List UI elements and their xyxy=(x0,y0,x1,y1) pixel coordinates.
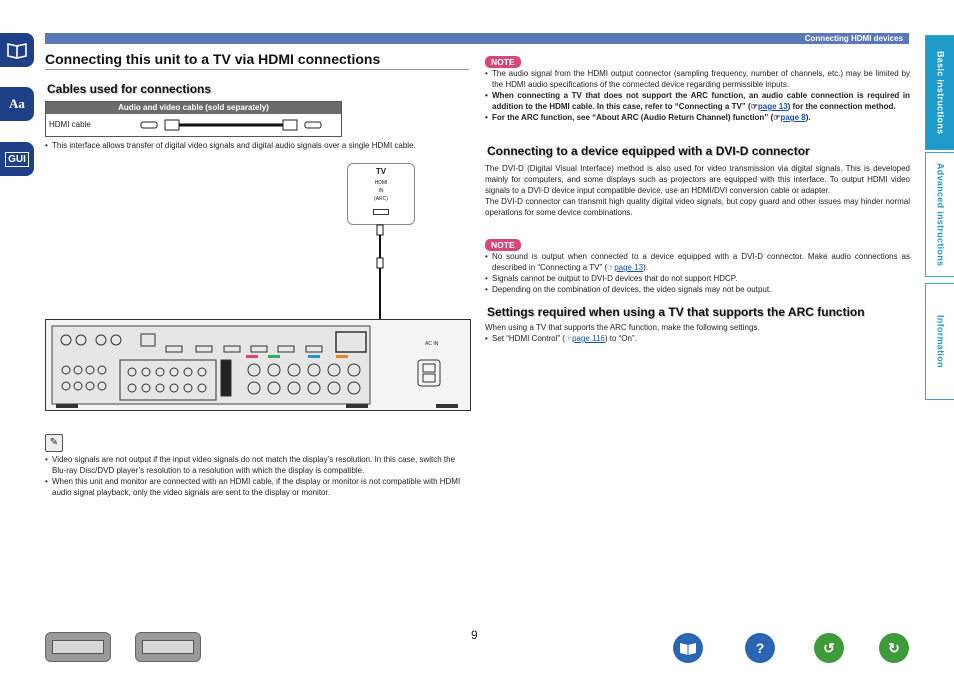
title-rule xyxy=(45,69,469,70)
note2-item: No sound is output when connected to a d… xyxy=(485,251,910,273)
note1-text: ) for the connection method. xyxy=(787,102,896,111)
arc-text: ) to “On”. xyxy=(604,334,637,343)
cable-row-label: HDMI cable xyxy=(49,120,91,129)
help-icon[interactable]: ? xyxy=(745,633,775,663)
memo-item: When this unit and monitor are connected… xyxy=(45,476,470,498)
note1-list: The audio signal from the HDMI output co… xyxy=(485,68,910,123)
ac-in-label: AC IN xyxy=(425,341,439,347)
tv-port-label: (ARC) xyxy=(374,196,388,202)
note1-item: When connecting a TV that does not suppo… xyxy=(485,90,910,112)
hdmi-cable-icon xyxy=(140,119,322,131)
page-link[interactable]: page 8 xyxy=(780,113,806,122)
section-header-bar: Connecting HDMI devices xyxy=(45,33,909,44)
memo-item: Video signals are not output if the inpu… xyxy=(45,454,470,476)
tab-label: Advanced instructions xyxy=(935,162,946,267)
note2-item: Signals cannot be output to DVI-D device… xyxy=(485,273,910,284)
book-icon[interactable] xyxy=(673,633,703,663)
page-link[interactable]: page 13 xyxy=(757,102,788,111)
glossary-label: Aa xyxy=(9,96,25,111)
book-index-icon[interactable] xyxy=(0,33,34,67)
arc-paragraph: When using a TV that supports the ARC fu… xyxy=(485,323,760,332)
note1-text: ). xyxy=(805,113,811,122)
note1-item: The audio signal from the HDMI output co… xyxy=(485,68,910,90)
receiver-rear-panel: AC IN xyxy=(45,319,471,411)
pencil-icon: ✎ xyxy=(45,434,63,452)
tab-advanced-instructions[interactable]: Advanced instructions xyxy=(925,152,954,277)
note1-text: For the ARC function, see “About ARC (Au… xyxy=(492,113,774,122)
tab-label: Information xyxy=(935,315,946,368)
dvi-paragraph: The DVI-D connector can transmit high qu… xyxy=(485,197,910,217)
front-panel-icon[interactable] xyxy=(45,632,111,662)
forward-icon[interactable]: ↻ xyxy=(879,633,909,663)
page-ref-icon: ☞ xyxy=(750,102,758,111)
page-ref-icon: ☞ xyxy=(773,113,781,122)
tab-information[interactable]: Information xyxy=(925,283,954,400)
note-badge: NOTE xyxy=(485,56,521,68)
rear-panel-drawing xyxy=(51,325,458,408)
arc-body: When using a TV that supports the ARC fu… xyxy=(485,322,910,344)
glossary-icon[interactable]: Aa xyxy=(0,87,34,121)
dvi-paragraph: The DVI-D (Digital Visual Interface) met… xyxy=(485,164,910,195)
intro-list: This interface allows transfer of digita… xyxy=(45,140,470,151)
display-icon[interactable] xyxy=(135,632,201,662)
tv-port-label: IN xyxy=(378,188,384,194)
back-icon[interactable]: ↺ xyxy=(814,633,844,663)
page-link[interactable]: page 13 xyxy=(614,263,644,272)
note1-item: For the ARC function, see “About ARC (Au… xyxy=(485,112,910,123)
tv-hdmi-port-icon xyxy=(373,209,389,215)
page-number: 9 xyxy=(471,628,478,642)
tv-label: TV xyxy=(375,167,387,176)
arc-text: Set “HDMI Control” ( xyxy=(492,334,565,343)
note2-text: No sound is output when connected to a d… xyxy=(492,252,910,272)
tab-basic-instructions[interactable]: Basic instructions xyxy=(925,35,954,150)
arc-item: Set “HDMI Control” (☞page 116) to “On”. xyxy=(485,333,910,344)
dvi-heading: Connecting to a device equipped with a D… xyxy=(487,144,810,158)
tab-label: Basic instructions xyxy=(935,50,946,135)
arc-heading: Settings required when using a TV that s… xyxy=(487,305,865,319)
note2-item: Depending on the combination of devices,… xyxy=(485,284,910,295)
note-badge: NOTE xyxy=(485,239,521,251)
gui-icon[interactable]: GUI xyxy=(0,142,34,176)
memo-list: Video signals are not output if the inpu… xyxy=(45,454,470,498)
page-link[interactable]: page 116 xyxy=(572,334,605,343)
note2-text: ). xyxy=(643,263,649,272)
gui-label: GUI xyxy=(5,151,29,167)
page-title: Connecting this unit to a TV via HDMI co… xyxy=(45,51,381,67)
arc-list: Set “HDMI Control” (☞page 116) to “On”. xyxy=(485,333,910,344)
cable-table-header: Audio and video cable (sold separately) xyxy=(46,102,341,114)
section-header-label: Connecting HDMI devices xyxy=(804,34,903,43)
page-ref-icon: ☞ xyxy=(607,263,615,272)
intro-bullet: This interface allows transfer of digita… xyxy=(45,140,470,151)
note2-list: No sound is output when connected to a d… xyxy=(485,251,910,295)
note1-text: When connecting a TV that does not suppo… xyxy=(492,91,910,111)
tv-box: TV HDMI IN (ARC) xyxy=(347,163,415,225)
cable-row: HDMI cable xyxy=(46,114,341,136)
tv-port-label: HDMI xyxy=(374,180,388,186)
dvi-body: The DVI-D (Digital Visual Interface) met… xyxy=(485,163,910,218)
page-ref-icon: ☞ xyxy=(564,334,573,343)
cable-table: Audio and video cable (sold separately) … xyxy=(45,101,342,137)
cables-heading: Cables used for connections xyxy=(47,82,212,96)
